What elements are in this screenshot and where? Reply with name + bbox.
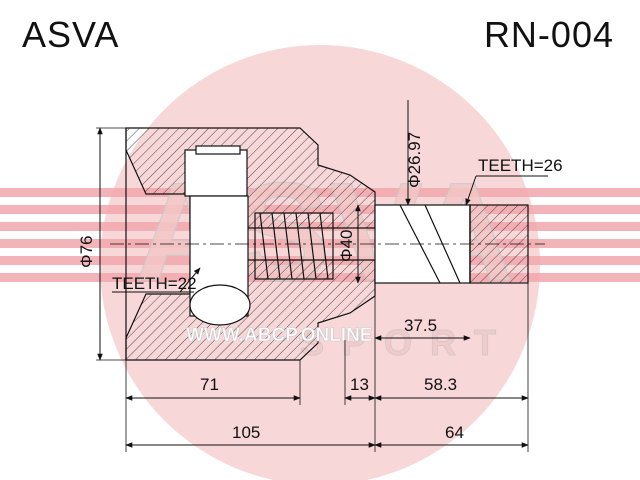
watermark-sub-text: SPORT xyxy=(300,322,514,363)
spline-diameter-value: 26.97 xyxy=(405,132,424,175)
dim-total-housing: 105 xyxy=(125,423,376,448)
tripod-roller xyxy=(184,145,251,326)
teeth-inner-callout: TEETH=22 xyxy=(112,267,201,293)
shaft-length-value: 58.3 xyxy=(424,375,457,394)
spline-length-value: 37.5 xyxy=(404,316,437,335)
dim-shaft-length: 58.3 xyxy=(374,375,529,401)
outer-diameter-value: 76 xyxy=(77,236,96,255)
dim-neck-length: 13 xyxy=(344,375,376,401)
svg-text:Φ40: Φ40 xyxy=(337,230,356,263)
total-housing-value: 105 xyxy=(232,423,260,442)
bottom-dimensions xyxy=(125,283,529,452)
housing-length-value: 71 xyxy=(200,375,219,394)
watermark-website: WWW.ABCP.ONLINE xyxy=(186,325,372,346)
dim-total-shaft: 64 xyxy=(374,423,529,448)
svg-text:Φ76: Φ76 xyxy=(77,236,96,269)
spring xyxy=(254,212,334,280)
dim-spline-diameter: Φ26.97 xyxy=(405,100,424,206)
neck-length-value: 13 xyxy=(350,375,369,394)
teeth-outer-label: TEETH=26 xyxy=(478,156,563,175)
dim-outer-diameter: Φ76 xyxy=(77,127,126,361)
part-number: RN-004 xyxy=(483,14,614,55)
svg-text:Φ26.97: Φ26.97 xyxy=(405,132,424,188)
total-shaft-value: 64 xyxy=(445,423,464,442)
teeth-inner-label: TEETH=22 xyxy=(112,274,197,293)
brand-title: ASVA xyxy=(22,14,120,55)
dim-housing-length: 71 xyxy=(125,375,301,401)
dim-spline-length: 37.5 xyxy=(374,316,471,341)
teeth-outer-callout: TEETH=26 xyxy=(465,156,563,206)
dim-shaft-diameter: Φ40 xyxy=(337,204,361,284)
shaft-diameter-value: 40 xyxy=(337,230,356,249)
